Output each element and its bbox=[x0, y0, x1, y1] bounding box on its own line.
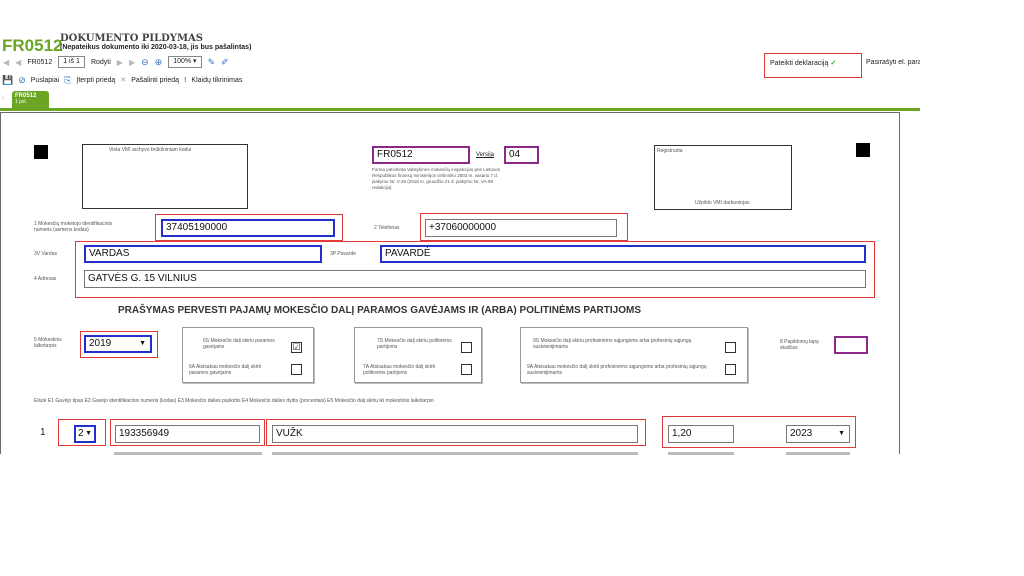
political-parties-checkbox[interactable] bbox=[461, 342, 472, 353]
page-indicator[interactable]: 1 iš 1 bbox=[58, 56, 85, 68]
check-icon: ✓ bbox=[830, 60, 837, 67]
insert-attachment-icon[interactable]: ⎘ bbox=[64, 74, 72, 85]
sign-button[interactable]: Pasirašyti el. para bbox=[866, 59, 920, 66]
last-name-label: 3P Pavardė bbox=[330, 251, 357, 257]
refuse-unions-checkbox[interactable] bbox=[725, 364, 736, 375]
support-recipients-checkbox[interactable]: ☑ bbox=[291, 342, 302, 353]
recipient-type-select[interactable]: 2▼ bbox=[74, 425, 96, 443]
form-code-field: FR0512 bbox=[372, 146, 470, 164]
type-highlight bbox=[58, 419, 106, 446]
purpose-input[interactable]: VUŽK bbox=[272, 425, 638, 443]
first-page-icon[interactable]: ◀ bbox=[3, 57, 10, 67]
percent-until-highlight bbox=[662, 416, 856, 448]
refuse-parties-checkbox[interactable] bbox=[461, 364, 472, 375]
form-name-label: FR0512 bbox=[27, 58, 53, 66]
barcode-area: Vieta VMI archyvo brūkšniniam kodui bbox=[82, 144, 248, 209]
tax-period-select[interactable]: 2019▼ bbox=[84, 335, 152, 353]
next-page-icon[interactable]: ▶ bbox=[116, 57, 123, 67]
version-label: Versija bbox=[476, 152, 495, 158]
last-page-icon[interactable]: ▶ bbox=[128, 57, 136, 67]
corner-marker-right bbox=[856, 143, 870, 157]
recipient-id-input[interactable]: 193356949 bbox=[115, 425, 260, 443]
political-parties-group: 7S Mokesčio dalį skiriu politinėms parti… bbox=[354, 327, 482, 383]
version-field: 04 bbox=[504, 146, 539, 164]
percent-input[interactable]: 1,20 bbox=[668, 425, 734, 443]
edit-icon[interactable]: ✎ bbox=[207, 56, 216, 67]
error-check-button[interactable]: Klaidų tikrinimas bbox=[191, 76, 243, 84]
submit-declaration-button[interactable]: Pateikti deklaraciją ✓ bbox=[770, 60, 837, 67]
chevron-down-icon: ▼ bbox=[139, 340, 146, 347]
navigation-toolbar: ◀ ◀ FR0512 1 iš 1 Rodyti ▶ ▶ ⊖ ⊕ 100% ▾ … bbox=[0, 54, 920, 70]
extra-sheets-input[interactable] bbox=[834, 336, 868, 354]
next-row-hint bbox=[668, 452, 734, 455]
recipient-id-highlight bbox=[110, 419, 265, 446]
approval-note: Forma patvirtinta Valstybinės mokesčių i… bbox=[372, 167, 500, 190]
page-title: DOKUMENTO PILDYMAS bbox=[60, 33, 203, 44]
pages-button[interactable]: Puslapiai bbox=[30, 76, 60, 84]
address-input[interactable]: GATVĖS G. 15 VILNIUS bbox=[84, 270, 866, 288]
support-recipients-group: 6S Mokesčio dalį skiriu paramos gavėjams… bbox=[182, 327, 314, 383]
chevron-down-icon: ▼ bbox=[85, 430, 92, 437]
prev-page-icon[interactable]: ◀ bbox=[15, 57, 22, 67]
save-icon[interactable]: 💾 bbox=[2, 74, 14, 85]
tax-period-label: 5 Mokestinis laikotarpis bbox=[34, 337, 62, 349]
table-header: Eilutė E1 Gavėjo tipas E2 Gavėjo identif… bbox=[34, 398, 434, 404]
insert-attachment-button[interactable]: Įterpti priedą bbox=[76, 76, 116, 84]
until-year-select[interactable]: 2023▼ bbox=[786, 425, 850, 443]
error-icon: ! bbox=[184, 76, 187, 84]
extra-sheets-label: 8 Papildomų lapų skaičius bbox=[780, 339, 819, 351]
phone-input[interactable]: +37060000000 bbox=[425, 219, 617, 237]
tab-sub: 1 psl. bbox=[15, 99, 27, 105]
edit-form-icon[interactable]: ✐ bbox=[221, 56, 229, 67]
phone-label: 2 Telefonas bbox=[374, 225, 400, 231]
refuse-support-checkbox[interactable] bbox=[291, 364, 302, 375]
next-row-hint bbox=[272, 452, 638, 455]
remove-attachment-button[interactable]: Pašalinti priedą bbox=[131, 76, 180, 84]
first-name-input[interactable]: VARDAS bbox=[84, 245, 322, 263]
taxpayer-id-label: 1 Mokesčių mokėtojo identifikacinis nume… bbox=[34, 221, 113, 233]
first-name-label: 3V Vardas bbox=[34, 251, 57, 257]
form-code-title: FR0512 bbox=[2, 36, 63, 55]
name-address-highlight bbox=[75, 241, 875, 298]
zoom-select[interactable]: 100% ▾ bbox=[168, 56, 202, 68]
chevron-down-icon: ▼ bbox=[838, 430, 845, 437]
form-main-heading: PRAŠYMAS PERVESTI PAJAMŲ MOKESČIO DALĮ P… bbox=[118, 305, 642, 316]
phone-highlight bbox=[420, 213, 628, 241]
page-subtitle: (Nepateikus dokumento iki 2020-03-18, ji… bbox=[60, 44, 252, 51]
next-row-hint bbox=[786, 452, 850, 455]
trade-unions-checkbox[interactable] bbox=[725, 342, 736, 353]
pages-icon[interactable]: ⊘ bbox=[18, 74, 26, 85]
next-row-hint bbox=[114, 452, 262, 455]
trade-unions-group: 9S Mokesčio dalį skiriu profesinėms sąju… bbox=[520, 327, 748, 383]
address-label: 4 Adresas bbox=[34, 276, 57, 282]
tax-period-highlight bbox=[80, 331, 158, 358]
taxpayer-id-input[interactable]: 37405190000 bbox=[161, 219, 335, 237]
tab-code: FR0512 bbox=[15, 93, 37, 99]
actions-toolbar: 💾 ⊘ Puslapiai ⎘ Įterpti priedą ✕ Pašalin… bbox=[0, 73, 242, 87]
taxpayer-id-highlight bbox=[155, 214, 343, 241]
submit-highlight bbox=[764, 53, 862, 78]
zoom-in-icon[interactable]: ⊕ bbox=[154, 56, 163, 67]
remove-attachment-icon[interactable]: ✕ bbox=[120, 77, 127, 84]
tab-page-1[interactable]: FR0512 1 psl. bbox=[12, 91, 49, 109]
last-name-input[interactable]: PAVARDĖ bbox=[380, 245, 866, 263]
purpose-highlight bbox=[266, 419, 646, 446]
corner-marker-left bbox=[34, 145, 48, 159]
registration-area: Registruota Užpildo VMI darbuotojas bbox=[654, 145, 792, 210]
tab-back-icon[interactable]: ‹ bbox=[2, 95, 5, 102]
show-label[interactable]: Rodyti bbox=[90, 58, 111, 66]
row-number: 1 bbox=[40, 427, 46, 438]
page-tab-strip bbox=[0, 89, 920, 111]
zoom-out-icon[interactable]: ⊖ bbox=[141, 56, 149, 67]
